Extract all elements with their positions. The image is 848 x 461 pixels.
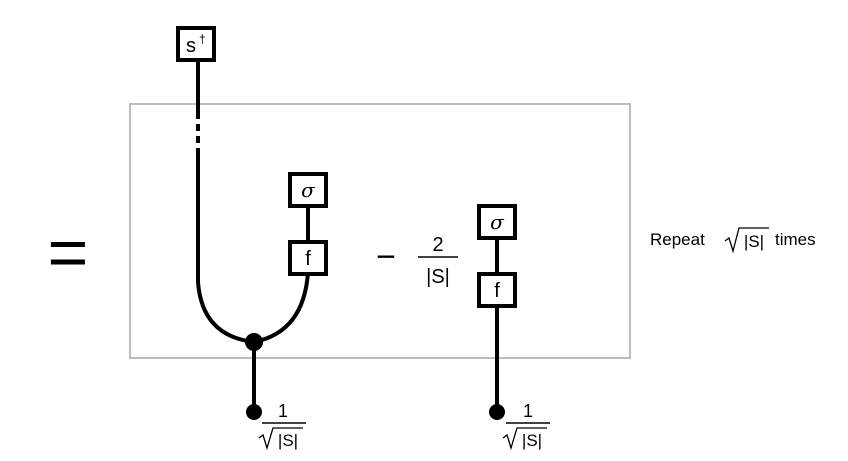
f-label-left: f [305,248,311,270]
sigma-label-right: σ [490,210,505,234]
s-dagger-box: s † [176,26,216,62]
minus-sign: − [376,238,396,276]
sqrt-sign-right [502,427,547,451]
endpoint-dot-left [246,404,262,420]
sqrt-sign-left [258,427,303,451]
copy-node [245,333,263,351]
repeat-label-radicand: |S| [744,232,764,251]
coefficient-numerator: 2 [432,234,443,256]
repeat-label-prefix: Repeat [650,230,705,249]
repeat-label-suffix: times [775,230,816,249]
coefficient-denominator: |S| [426,266,450,288]
repeat-frame [129,103,631,359]
endpoint-dot-right [489,404,505,420]
equals-sign: = [48,213,89,291]
s-dagger-label: s [186,35,196,57]
repeat-sqrt-sign [724,227,769,254]
coefficient-fraction: 2 |S| [418,234,458,288]
sigma-box-left: σ [288,172,328,208]
repeat-label: Repeat |S| times [650,227,816,254]
normalization-fraction-right: 1 |S| [502,401,550,451]
f-label-right: f [494,280,500,302]
f-box-left: f [288,240,328,276]
normalization-numerator-left: 1 [278,401,288,421]
s-dagger-superscript: † [199,32,206,46]
normalization-radicand-left: |S| [278,431,298,450]
normalization-fraction-left: 1 |S| [258,401,306,451]
sigma-box-right: σ [477,204,517,240]
sigma-label-left: σ [301,178,316,202]
f-box-right: f [477,272,517,308]
normalization-radicand-right: |S| [522,431,542,450]
normalization-numerator-right: 1 [523,401,533,421]
